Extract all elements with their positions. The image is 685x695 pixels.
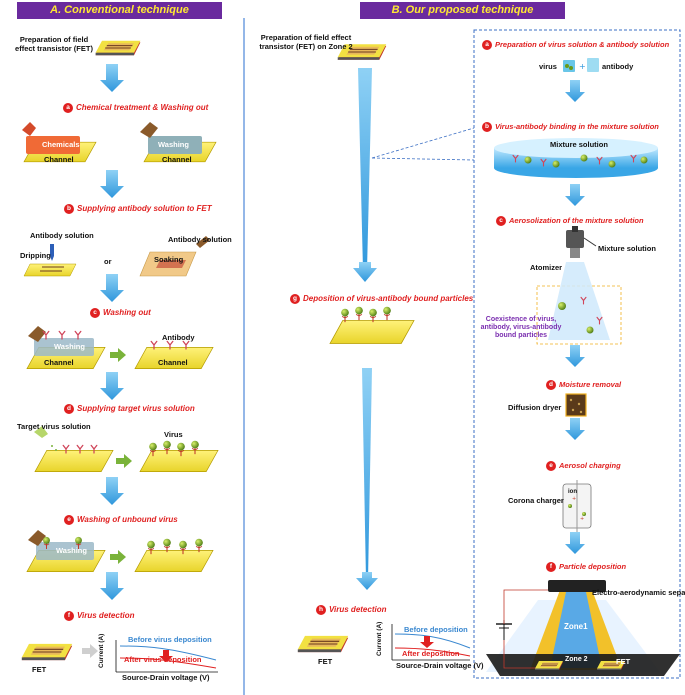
antibody-vial-label: antibody bbox=[602, 62, 634, 71]
center-long-arrow-2 bbox=[362, 368, 372, 580]
left-fet-label: FET bbox=[32, 665, 47, 674]
dripping-label: Dripping bbox=[20, 251, 51, 260]
svg-text:+: + bbox=[579, 62, 586, 71]
atomizer-label: Atomizer bbox=[530, 263, 563, 272]
washing-a-label: Washing bbox=[158, 140, 189, 149]
center-after-label: After deposition bbox=[402, 649, 460, 658]
proposed-process-box bbox=[473, 29, 681, 679]
header-conventional: A. Conventional technique bbox=[17, 2, 222, 19]
fet-chip-icon bbox=[95, 40, 141, 56]
corona-charger-label: Corona charger bbox=[508, 496, 564, 505]
left-after-label: After virus deposition bbox=[124, 655, 202, 664]
svg-text:+: + bbox=[572, 496, 576, 502]
antibody-solution-label-2: Antibody solution bbox=[168, 235, 232, 244]
zone1-label: Zone1 bbox=[564, 622, 588, 631]
virus-vial-label: virus bbox=[539, 62, 557, 71]
svg-text:+: + bbox=[580, 516, 584, 522]
virus-label: Virus bbox=[164, 430, 183, 439]
left-detection-illustration bbox=[21, 640, 218, 673]
antibody-supply-illustration bbox=[23, 236, 210, 277]
center-deposition-illustration bbox=[329, 306, 415, 344]
channel-label-2: Channel bbox=[162, 155, 192, 164]
virus-antibody-vials: + bbox=[563, 58, 599, 72]
washing-out-illustration bbox=[26, 326, 214, 370]
corona-charger: + + bbox=[562, 480, 592, 532]
center-xaxis-label: Source-Drain voltage (V) bbox=[396, 661, 484, 670]
diffusion-dryer bbox=[565, 393, 587, 417]
aerosol-plume bbox=[548, 262, 610, 340]
mixture-dish bbox=[494, 138, 658, 178]
center-long-arrow-1 bbox=[358, 68, 372, 270]
target-virus-solution-label: Target virus solution bbox=[17, 422, 91, 431]
center-yaxis-label: Current (A) bbox=[376, 621, 383, 656]
atomizer-device bbox=[566, 226, 597, 258]
zone2-label: Zone 2 bbox=[565, 656, 588, 663]
target-virus-illustration bbox=[34, 426, 219, 473]
electro-aerodynamic-separator bbox=[486, 580, 680, 676]
washing-unbound-illustration bbox=[26, 530, 214, 573]
center-before-label: Before deposition bbox=[404, 625, 468, 634]
coexistence-label: Coexistence of virus, antibody, virus-an… bbox=[480, 316, 562, 340]
channel-label-4: Channel bbox=[158, 358, 188, 367]
ion-label: ion bbox=[568, 489, 577, 495]
channel-label-3: Channel bbox=[44, 358, 74, 367]
or-label: or bbox=[104, 257, 112, 266]
right-fet-label: FET bbox=[616, 657, 631, 666]
left-yaxis-label: Current (A) bbox=[98, 633, 105, 668]
antibody-solution-label-1: Antibody solution bbox=[30, 231, 94, 240]
center-prep-label: Preparation of field effect transistor (… bbox=[259, 33, 353, 51]
left-prep-label: Preparation of field effect transistor (… bbox=[15, 35, 93, 53]
left-xaxis-label: Source-Drain voltage (V) bbox=[122, 673, 210, 682]
chemicals-label: Chemicals bbox=[42, 140, 80, 149]
washing-c-label: Washing bbox=[54, 342, 85, 351]
antibody-label: Antibody bbox=[162, 333, 195, 342]
center-detection-illustration bbox=[297, 624, 471, 661]
soaking-label: Soaking bbox=[154, 255, 184, 264]
left-before-label: Before virus deposition bbox=[128, 635, 212, 644]
mixture-solution-label-2: Mixture solution bbox=[598, 244, 656, 253]
right-flow-arrows bbox=[565, 80, 585, 554]
left-flow-arrows bbox=[100, 64, 124, 600]
chemical-treatment-illustration bbox=[22, 122, 217, 163]
washing-e-label: Washing bbox=[56, 546, 87, 555]
diffusion-dryer-label: Diffusion dryer bbox=[508, 403, 562, 412]
mixture-solution-label: Mixture solution bbox=[550, 140, 608, 149]
center-fet-label: FET bbox=[318, 657, 333, 666]
header-proposed: B. Our proposed technique bbox=[360, 2, 565, 19]
channel-label-1: Channel bbox=[44, 155, 74, 164]
separator-label: Electro-aerodynamic separator bbox=[592, 588, 685, 597]
